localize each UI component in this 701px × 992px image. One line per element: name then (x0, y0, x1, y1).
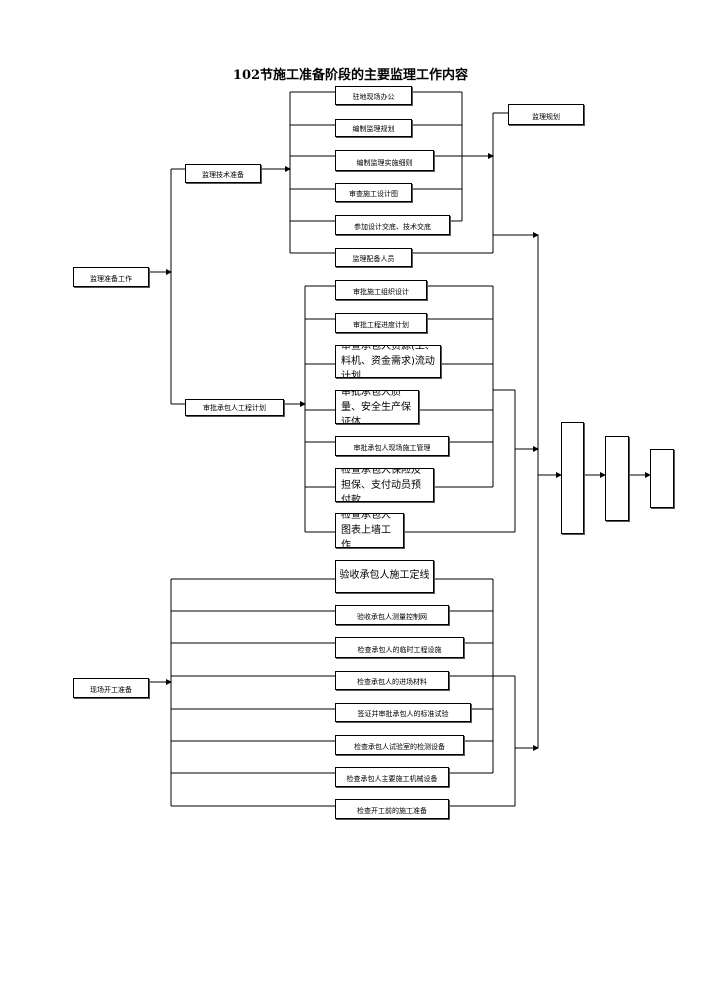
item-a-4: 审查施工设计图 (335, 183, 412, 202)
page-title: 102节施工准备阶段的主要监理工作内容 (232, 68, 469, 83)
item-c-1: 验收承包人施工定线 (335, 560, 434, 593)
sub-box-a: 监理技术准备 (185, 164, 261, 183)
stage-box-2 (605, 436, 629, 521)
item-a-5: 参加设计交底、技术交底 (335, 215, 450, 235)
item-a-3: 编制监理实施细则 (335, 150, 434, 171)
item-b-5: 审批承包人现场施工管理 (335, 436, 449, 456)
item-b-1: 审批施工组织设计 (335, 280, 427, 300)
root-box-a: 监理准备工作 (73, 267, 149, 287)
item-c-3: 检查承包人的临时工程设施 (335, 637, 464, 658)
item-a-6: 监理配备人员 (335, 248, 412, 267)
item-c-6: 检查承包人试验室的检测设备 (335, 735, 464, 755)
item-b-3: 审查承包人资源(工、料机、资金需求)流动计划 (335, 345, 441, 378)
item-b-7: 检查承包人图表上墙工作 (335, 513, 404, 548)
item-b-4: 审批承包人质量、安全生产保证体 (335, 390, 419, 424)
item-a-1: 驻地现场办公 (335, 86, 412, 105)
item-b-2: 审批工程进度计划 (335, 313, 427, 333)
root-box-c: 现场开工准备 (73, 678, 149, 698)
item-c-4: 检查承包人的进场材料 (335, 671, 449, 690)
item-c-7: 检查承包人主要施工机械设备 (335, 767, 449, 787)
item-c-2: 验收承包人测量控制网 (335, 605, 449, 625)
item-b-6: 检查承包人保险及担保、支付动员预付款 (335, 468, 434, 502)
stage-box-1 (561, 422, 584, 534)
item-a-2: 编制监理规划 (335, 119, 412, 137)
stage-box-3 (650, 449, 674, 508)
output-box-a: 监理规划 (508, 104, 584, 125)
item-c-5: 签证并审批承包人的标准试验 (335, 703, 471, 722)
item-c-8: 检查开工前的施工准备 (335, 799, 449, 819)
sub-box-b: 审批承包人工程计划 (185, 399, 284, 416)
